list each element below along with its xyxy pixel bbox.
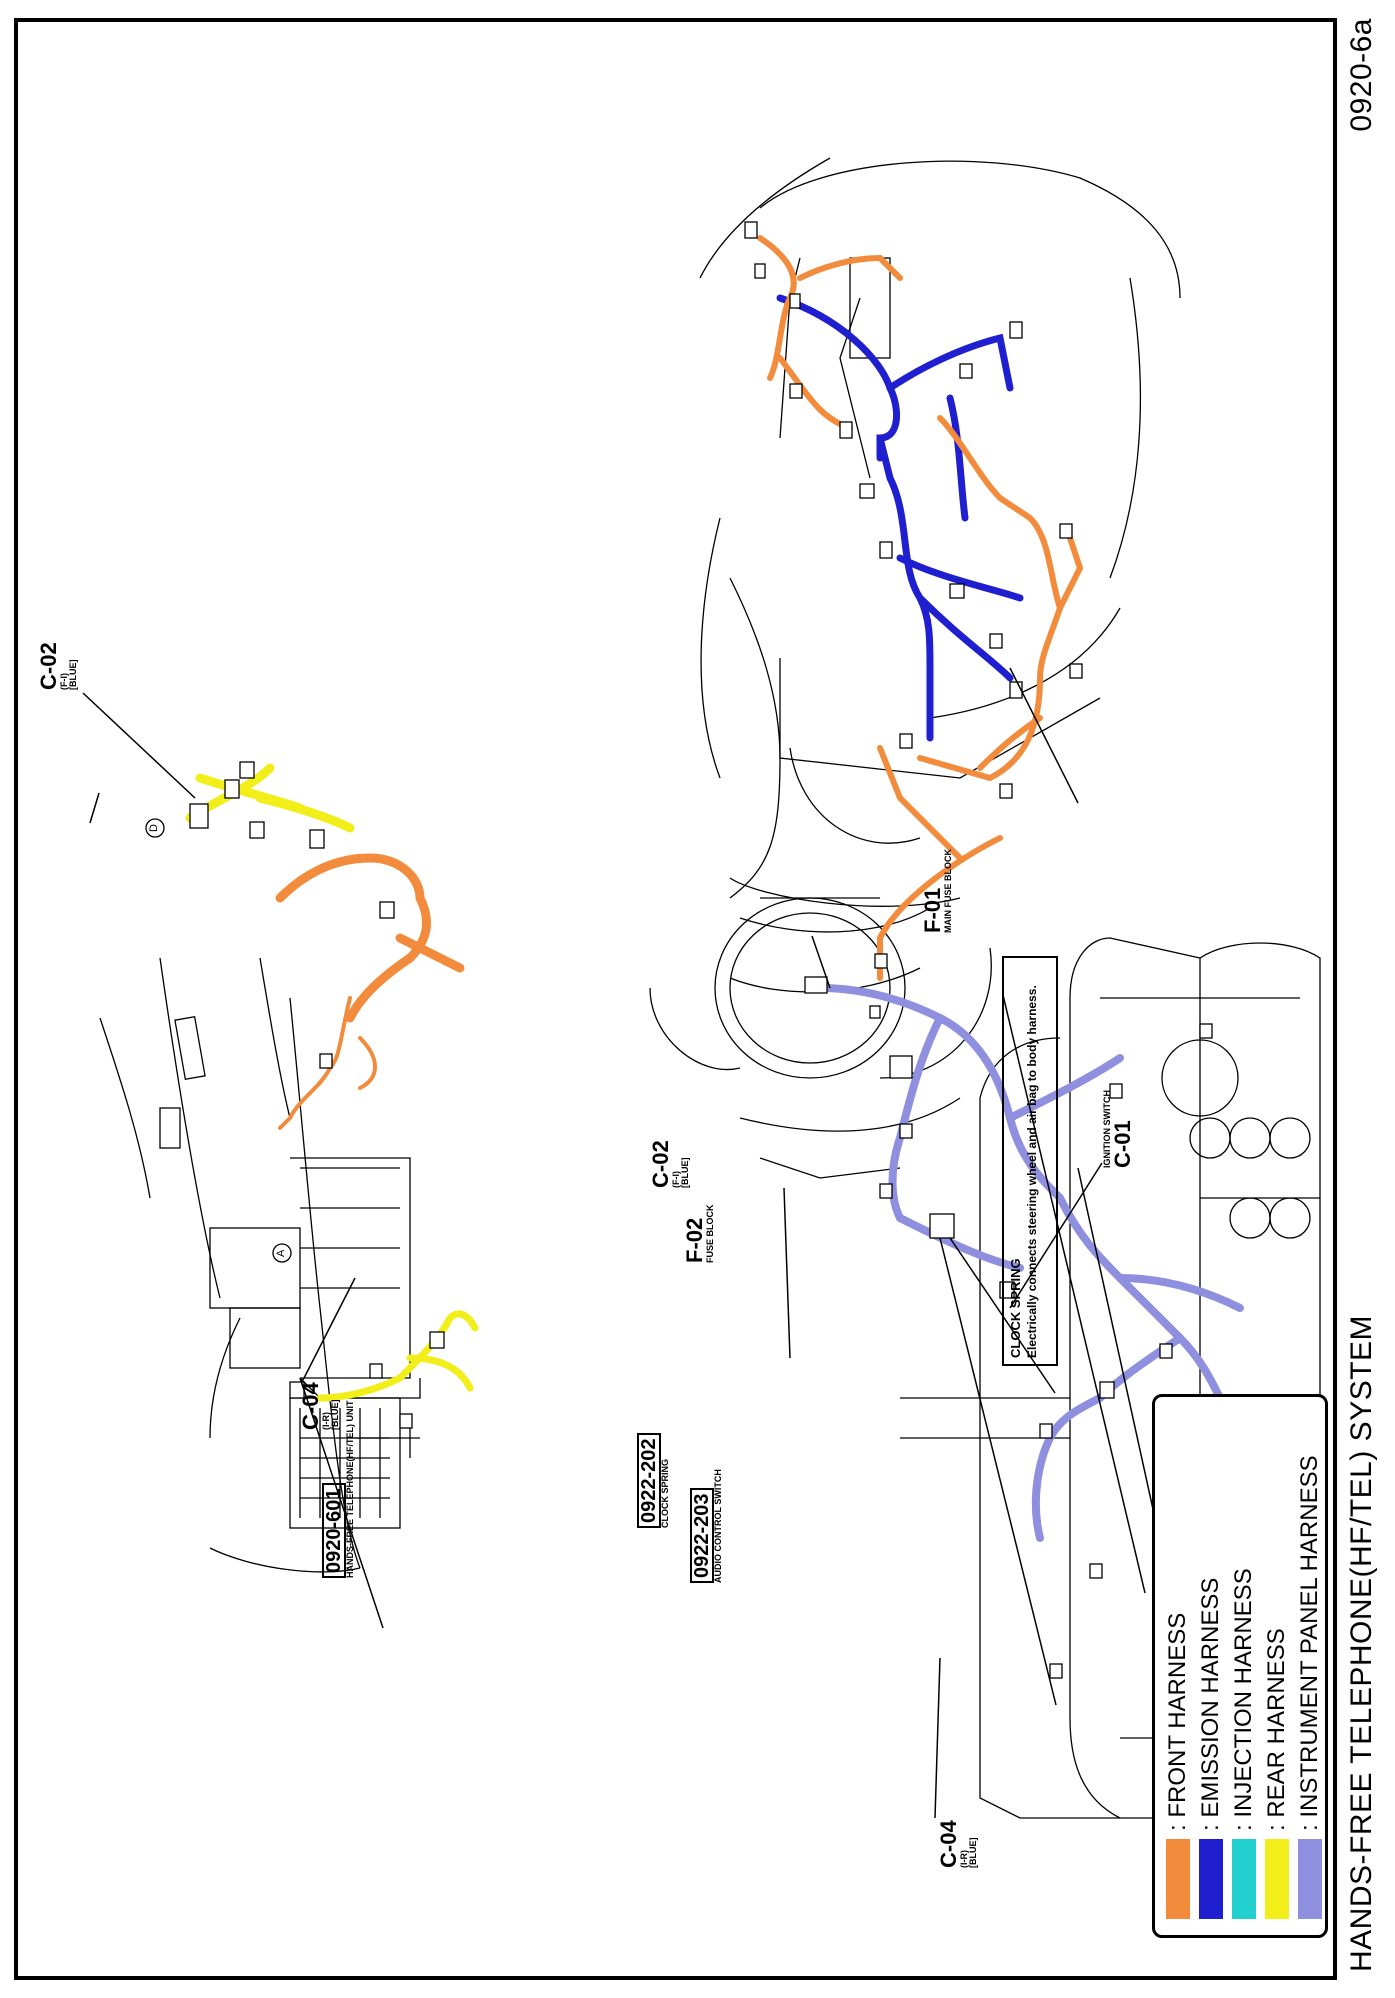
page-title: HANDS-FREE TELEPHONE(HF/TEL) SYSTEM: [1345, 1314, 1378, 1972]
legend-label-emission: : EMISSION HARNESS: [1197, 1577, 1224, 1831]
page-number: 0920-6a: [1345, 18, 1378, 132]
legend-item-front: : FRONT HARNESS: [1163, 1613, 1193, 1919]
clock-spring-note: CLOCK SPRING Electrically connects steer…: [1002, 956, 1058, 1366]
dash-connectors: [189, 761, 445, 1429]
emission-harness-swatch: [1199, 1839, 1223, 1919]
c04-left-code: C-04: [298, 1382, 323, 1430]
c02-left-code: C-02: [36, 642, 61, 690]
c02-center-line2: [BLUE]: [680, 1157, 691, 1189]
clock-spring-0922-202-desc: CLOCK SPRING: [660, 1458, 670, 1528]
clock-spring-note-title: CLOCK SPRING: [1008, 1258, 1023, 1358]
f01-code: F-01: [920, 887, 945, 933]
c02-left-label: C-02 (F-I) [BLUE]: [36, 642, 79, 691]
clock-spring-0922-202-code: 0922-202: [637, 1433, 661, 1528]
ref-circle-a: [272, 1243, 292, 1263]
harness-legend: : FRONT HARNESS : EMISSION HARNESS : INJ…: [1152, 1394, 1328, 1938]
c02-center-code: C-02: [648, 1140, 673, 1188]
f02-label: F-02 FUSE BLOCK: [682, 1204, 715, 1264]
legend-label-rear: : REAR HARNESS: [1263, 1628, 1290, 1831]
reference-circles: [145, 818, 1231, 1416]
switch-0922-203-code: 0922-203: [690, 1488, 714, 1583]
leader-lines: [82, 667, 1201, 1819]
f02-code: F-02: [682, 1217, 707, 1263]
c01-code: C-01: [1110, 1120, 1136, 1168]
switch-0922-203-desc: AUDIO CONTROL SWITCH: [713, 1469, 723, 1583]
legend-item-rear: : REAR HARNESS: [1262, 1628, 1292, 1919]
clock-spring-note-text: Electrically connects steering wheel and…: [1025, 985, 1039, 1358]
instrument-panel-harness-swatch: [1298, 1839, 1322, 1919]
emission-harness-route: [776, 294, 1024, 742]
f01-label: F-01 MAIN FUSE BLOCK: [920, 849, 953, 933]
front-harness-swatch: [1166, 1839, 1190, 1919]
injection-harness-swatch: [1232, 1839, 1256, 1919]
rear-harness-lower-route: [316, 1310, 479, 1402]
rear-harness-upper-route: [185, 763, 355, 833]
f01-desc: MAIN FUSE BLOCK: [943, 849, 953, 933]
c02-left-line2: [BLUE]: [68, 659, 79, 691]
engine-connectors: [744, 221, 1083, 1019]
c04-right-line2: [BLUE]: [968, 1837, 979, 1869]
legend-label-front: : FRONT HARNESS: [1164, 1612, 1191, 1831]
unit-0920-601-code: 0920-601: [322, 1483, 346, 1578]
legend-item-emission: : EMISSION HARNESS: [1196, 1578, 1226, 1919]
c04-right-label: C-04 (I-R) [BLUE]: [936, 1820, 979, 1869]
c01-label: IGNITION SWITCH C-01: [1102, 1090, 1136, 1168]
legend-label-instrument-panel: : INSTRUMENT PANEL HARNESS: [1296, 1455, 1323, 1831]
unit-0920-601-label: 0920-601 HANDS-FREE TELEPHONE(HF/TEL) UN…: [322, 1400, 355, 1579]
clock-spring-0922-202-label: 0922-202 CLOCK SPRING: [637, 1433, 670, 1528]
c04-right-code: C-04: [936, 1820, 961, 1868]
unit-0920-601-desc: HANDS-FREE TELEPHONE(HF/TEL) UNIT: [345, 1400, 355, 1579]
dash-front-harness-route: [275, 853, 465, 1023]
legend-item-injection: : INJECTION HARNESS: [1229, 1568, 1259, 1919]
ref-label-a: A: [275, 1249, 287, 1257]
switch-0922-203-label: 0922-203 AUDIO CONTROL SWITCH: [690, 1469, 723, 1583]
legend-item-instrument-panel: : INSTRUMENT PANEL HARNESS: [1295, 1455, 1325, 1919]
engine-front-harness-route: [757, 235, 1084, 981]
ref-label-d: D: [148, 824, 160, 832]
rear-harness-swatch: [1265, 1839, 1289, 1919]
ref-circle-d: [145, 818, 165, 838]
c02-center-label: C-02 (F-I) [BLUE]: [648, 1140, 691, 1189]
legend-label-injection: : INJECTION HARNESS: [1230, 1568, 1257, 1831]
f02-desc: FUSE BLOCK: [705, 1204, 715, 1264]
